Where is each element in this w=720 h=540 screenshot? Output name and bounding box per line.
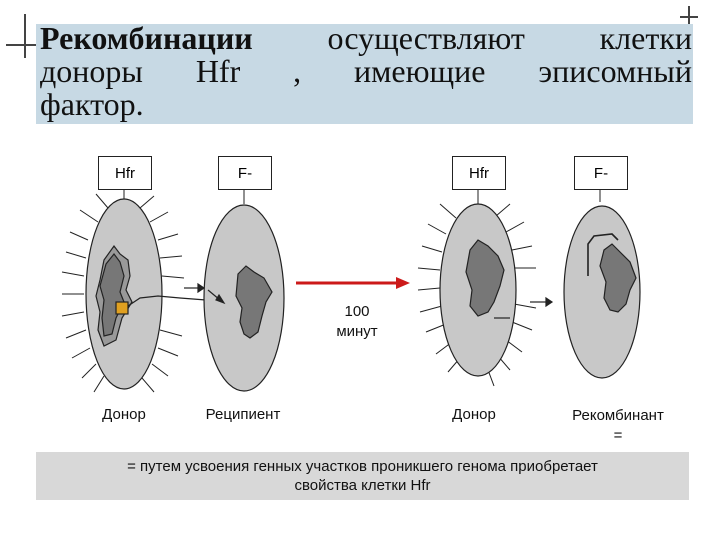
donor-cell-right bbox=[417, 203, 537, 387]
title-line-1: Рекомбинации осуществляют клетки bbox=[40, 22, 692, 55]
label-box-hfr-right: Hfr bbox=[452, 156, 506, 190]
time-unit: минут bbox=[336, 323, 378, 340]
label-box-f-left: F- bbox=[218, 156, 272, 190]
label-recombinant: Рекомбинант = bbox=[556, 406, 680, 446]
integrated-dna-line bbox=[587, 233, 619, 276]
label-f-right: F- bbox=[593, 164, 609, 182]
label-hfr-right: Hfr bbox=[469, 164, 489, 182]
title-bold-word: Рекомбинации bbox=[40, 20, 253, 56]
label-f-left: F- bbox=[237, 164, 253, 182]
time-arrow bbox=[296, 277, 410, 289]
corner-decoration-top-right-vertical bbox=[688, 6, 690, 32]
title-line-1-rest: осуществляют клетки bbox=[327, 20, 692, 56]
title-line-3: фактор. bbox=[40, 86, 144, 122]
donor-cell-left bbox=[61, 193, 231, 393]
corner-decoration-vertical bbox=[24, 14, 26, 58]
title-line-2: доноры Hfr , имеющие эписомный bbox=[40, 53, 692, 89]
time-label: 100 минут bbox=[320, 302, 394, 342]
label-recombinant-equals: = bbox=[613, 427, 623, 444]
footer-line-1: = путем усвоения генных участков проникш… bbox=[127, 458, 598, 475]
nucleus-recombinant bbox=[599, 243, 637, 313]
pili-left bbox=[61, 193, 185, 393]
label-recipient: Реципиент bbox=[205, 406, 281, 423]
label-box-hfr-left: Hfr bbox=[98, 156, 152, 190]
slide-title: Рекомбинации осуществляют клетки доноры … bbox=[40, 22, 692, 121]
nucleus-inner-left bbox=[99, 253, 125, 337]
nucleus-recipient bbox=[235, 265, 273, 339]
title-background bbox=[36, 24, 693, 124]
corner-decoration-horizontal bbox=[6, 44, 46, 46]
footer-explanation: = путем усвоения генных участков проникш… bbox=[36, 452, 689, 500]
label-hfr-left: Hfr bbox=[115, 164, 135, 182]
recipient-cell bbox=[203, 204, 285, 392]
footer-line-2: свойства клетки Hfr bbox=[294, 477, 431, 494]
nucleus-donor-right bbox=[465, 239, 505, 317]
recombinant-cell bbox=[563, 205, 641, 379]
transfer-arrow-left bbox=[184, 282, 226, 305]
corner-decoration-top-right-horizontal bbox=[680, 16, 698, 18]
transfer-arrow-right bbox=[530, 296, 554, 308]
label-donor-left: Донор bbox=[102, 406, 146, 423]
label-donor-right: Донор bbox=[452, 406, 496, 423]
plasmid-square bbox=[115, 301, 129, 315]
label-recombinant-text: Рекомбинант bbox=[572, 407, 664, 424]
label-box-f-right: F- bbox=[574, 156, 628, 190]
time-value: 100 bbox=[344, 303, 370, 320]
